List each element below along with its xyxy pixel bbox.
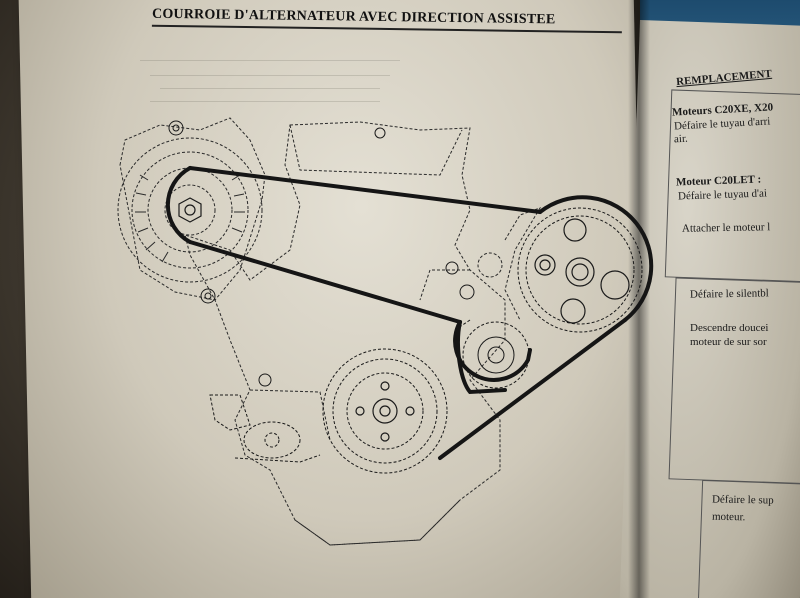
block4-line1: Défaire le silentbl <box>689 287 769 301</box>
book-gutter <box>628 0 650 598</box>
water-pump-housing <box>209 394 321 463</box>
power-steering-pulley <box>517 207 643 333</box>
bracket-bolts <box>168 120 475 387</box>
block5-line2: moteur de sur sor <box>690 336 767 348</box>
block6-line2: moteur. <box>711 510 746 524</box>
cylinder-head-outline <box>289 124 463 176</box>
alternator <box>117 117 266 301</box>
pump-bracket <box>477 207 542 321</box>
bleed-through-line <box>140 60 400 61</box>
alternator-nut <box>178 197 202 223</box>
drive-belt <box>165 166 654 460</box>
crankshaft-pulley <box>322 348 448 474</box>
engine-inner-line <box>419 269 470 301</box>
block1-line2: air. <box>673 132 689 146</box>
crankshaft-hub <box>355 381 415 442</box>
block3-line1: Attacher le moteur l <box>681 221 771 235</box>
engine-block-outline <box>184 121 506 546</box>
block6-line1: Défaire le sup <box>711 493 774 507</box>
power-steering-hub <box>534 218 630 324</box>
alternator-fins <box>135 174 245 263</box>
oil-pan-outline <box>294 499 461 546</box>
bleed-through-line <box>160 88 380 89</box>
bleed-through-line <box>150 101 380 102</box>
block5-line1: Descendre doucei <box>690 322 769 334</box>
right-table-box <box>668 277 800 485</box>
tensioner-pulley <box>454 319 530 389</box>
engine-inner-line <box>249 389 331 441</box>
bleed-through-line <box>150 75 390 76</box>
